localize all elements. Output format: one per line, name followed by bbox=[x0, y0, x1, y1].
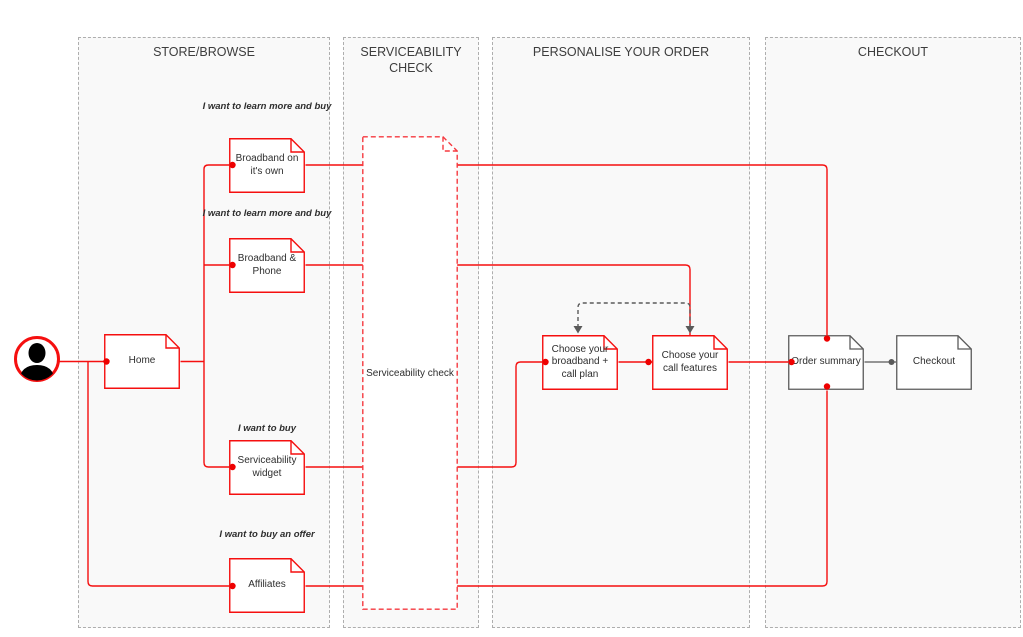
document-shape bbox=[652, 335, 728, 390]
node-order-summary[interactable]: Order summary bbox=[788, 335, 864, 390]
node-serviceability-check[interactable]: Serviceability check bbox=[362, 136, 458, 610]
node-broadband-phone[interactable]: Broadband & Phone bbox=[229, 238, 305, 293]
node-affiliates[interactable]: Affiliates bbox=[229, 558, 305, 613]
node-label: Choose your call features bbox=[661, 350, 719, 374]
lane-personalise-your-order: PERSONALISE YOUR ORDER bbox=[492, 37, 750, 628]
node-choose-call-features[interactable]: Choose your call features bbox=[652, 335, 728, 390]
lane-title: STORE/BROWSE bbox=[153, 45, 255, 59]
node-label: Broadband & Phone bbox=[237, 253, 297, 277]
node-label: Serviceability widget bbox=[237, 455, 297, 479]
annotation: I want to buy bbox=[237, 423, 297, 434]
node-home[interactable]: Home bbox=[104, 334, 180, 389]
lane-title: CHECKOUT bbox=[857, 45, 929, 59]
node-serviceability-widget[interactable]: Serviceability widget bbox=[229, 440, 305, 495]
document-shape bbox=[229, 558, 305, 613]
node-label: Order summary bbox=[791, 356, 861, 368]
node-label: Affiliates bbox=[248, 579, 286, 591]
node-label: Choose your broadband + call plan bbox=[551, 343, 609, 380]
node-checkout[interactable]: Checkout bbox=[896, 335, 972, 390]
lane-title: PERSONALISE YOUR ORDER bbox=[532, 45, 710, 59]
document-shape bbox=[896, 335, 972, 390]
annotation: I want to buy an offer bbox=[219, 529, 315, 540]
node-label: Checkout bbox=[912, 356, 956, 368]
node-choose-broadband-call-plan[interactable]: Choose your broadband + call plan bbox=[542, 335, 618, 390]
document-shape bbox=[229, 238, 305, 293]
node-label: Broadband on it's own bbox=[235, 153, 299, 177]
node-broadband-own[interactable]: Broadband on it's own bbox=[229, 138, 305, 193]
node-label: Home bbox=[128, 355, 156, 367]
lane-checkout: CHECKOUT bbox=[765, 37, 1021, 628]
document-shape bbox=[229, 138, 305, 193]
document-shape bbox=[542, 335, 618, 390]
annotation: I want to learn more and buy bbox=[202, 101, 332, 112]
node-label: Serviceability check bbox=[366, 367, 454, 379]
document-shape bbox=[229, 440, 305, 495]
document-shape bbox=[788, 335, 864, 390]
customer-actor[interactable] bbox=[12, 334, 62, 384]
annotation: I want to learn more and buy bbox=[202, 208, 332, 219]
lane-title: SERVICEABILITY CHECK bbox=[360, 45, 462, 75]
person-icon bbox=[14, 336, 60, 382]
